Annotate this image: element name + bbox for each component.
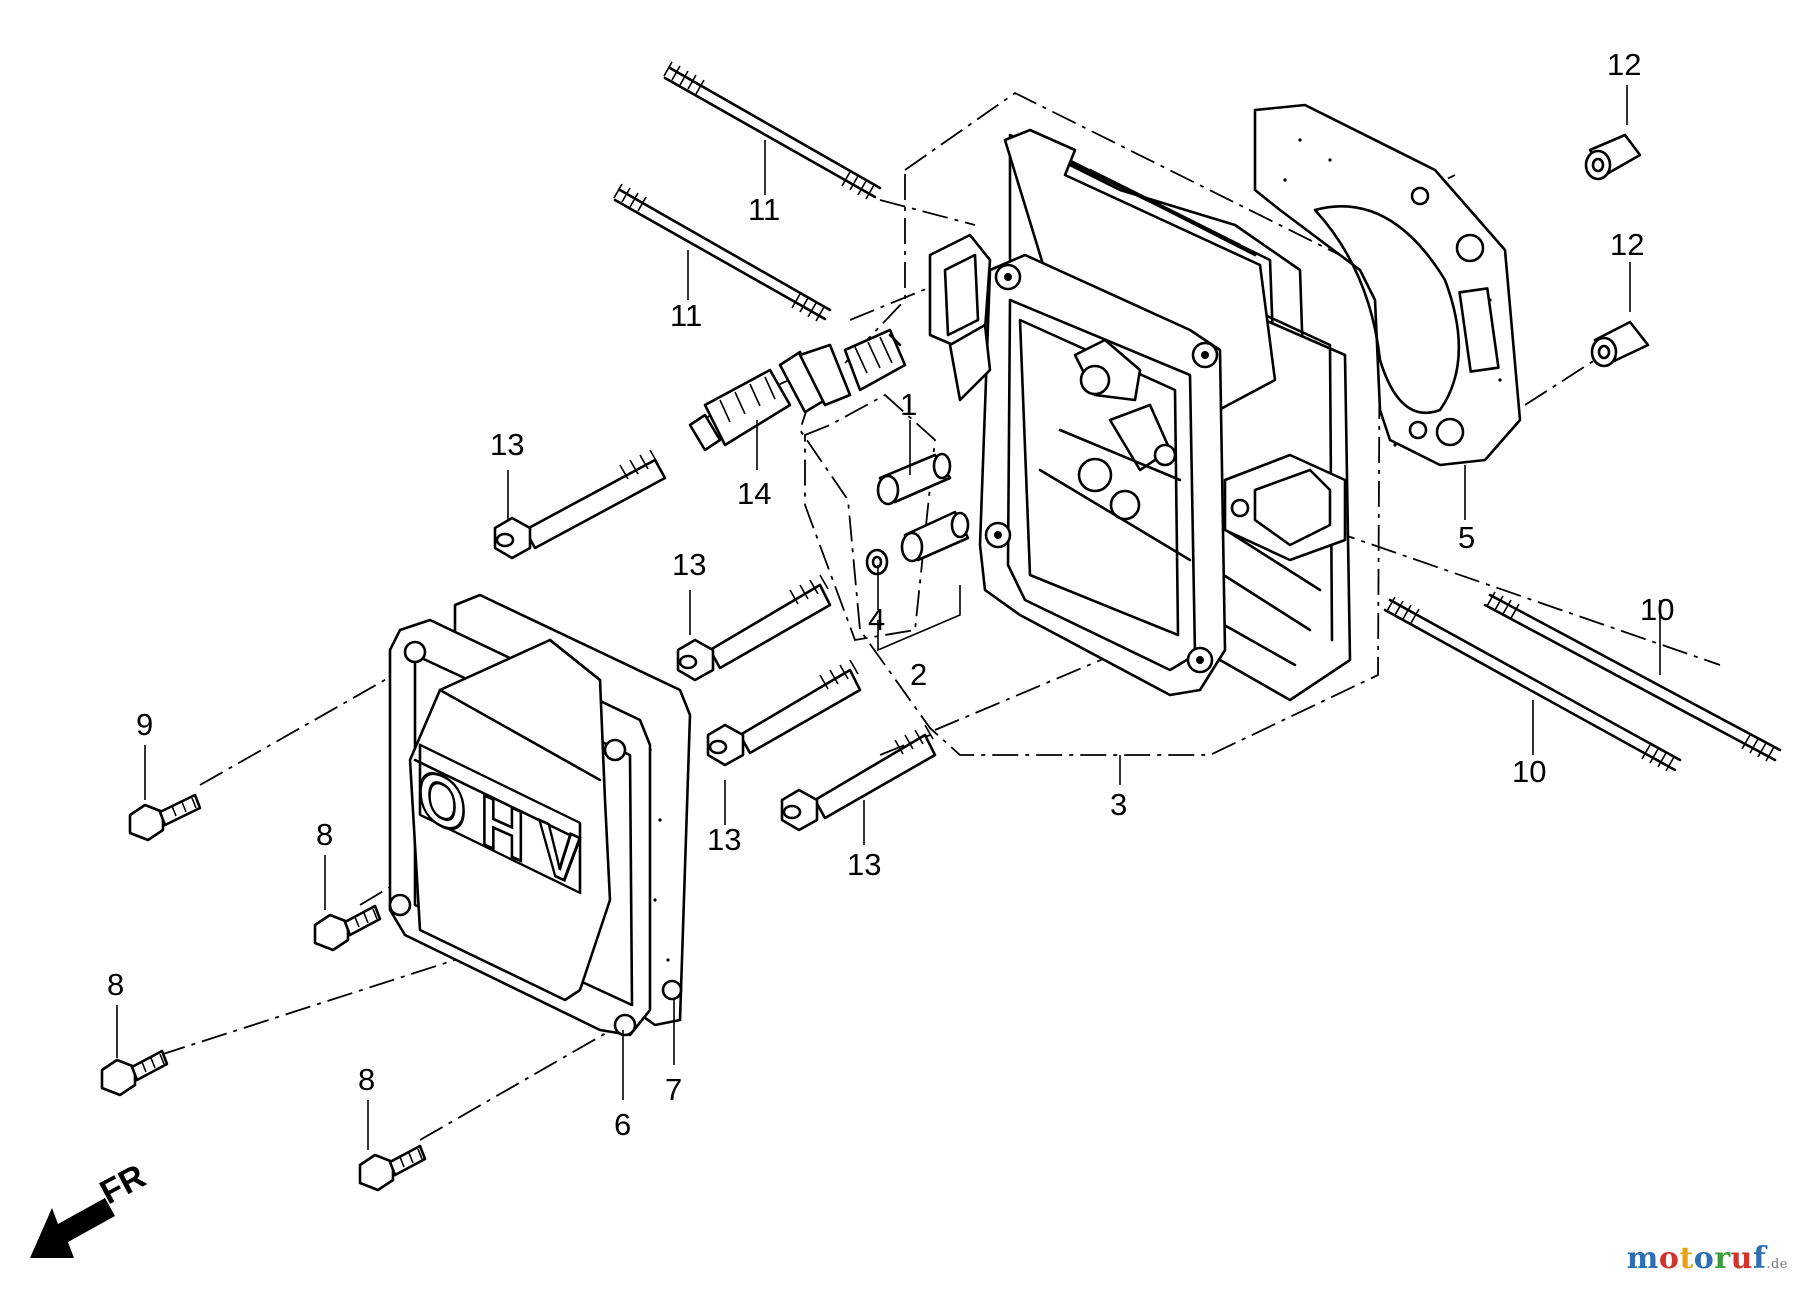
cover-bolt-8-b bbox=[100, 1049, 169, 1097]
callout-6: 6 bbox=[614, 1107, 631, 1142]
stud-bolt-upper bbox=[663, 61, 882, 200]
head-bolt-2 bbox=[676, 574, 832, 682]
front-arrow-icon bbox=[30, 1198, 115, 1258]
cover-bolt-8-c bbox=[358, 1144, 427, 1192]
head-bolt-3 bbox=[706, 659, 862, 767]
cover-bolt-8-a bbox=[313, 904, 382, 952]
stud-bolt-right-upper bbox=[1483, 591, 1782, 762]
watermark-letter: r bbox=[1714, 1241, 1731, 1276]
callout-2-bracket bbox=[877, 585, 961, 652]
watermark-letter: o bbox=[1658, 1241, 1680, 1276]
callout-11-lower: 11 bbox=[670, 298, 702, 333]
callout-13-c: 13 bbox=[707, 822, 741, 857]
watermark-letter: f bbox=[1752, 1241, 1767, 1276]
watermark-text: motoruf bbox=[1627, 1241, 1767, 1276]
callout-12-lower: 12 bbox=[1610, 227, 1644, 262]
callout-11-upper: 11 bbox=[748, 192, 780, 227]
callout-13-d: 13 bbox=[847, 847, 881, 882]
callout-4: 4 bbox=[868, 602, 885, 637]
stud-bolt-lower bbox=[613, 183, 832, 322]
watermark-letter: m bbox=[1626, 1241, 1659, 1276]
valve-guide-subassembly-outline bbox=[804, 393, 936, 642]
callout-5: 5 bbox=[1458, 520, 1475, 555]
callout-8-c: 8 bbox=[358, 1062, 375, 1097]
valve-guide-lower bbox=[900, 510, 970, 563]
callout-12-top: 12 bbox=[1607, 47, 1641, 82]
spark-plug bbox=[688, 328, 907, 452]
callout-numbers: 11 11 12 12 1 4 2 5 10 10 14 13 13 13 13… bbox=[107, 47, 1674, 1142]
cylinder-head bbox=[928, 128, 1352, 702]
watermark-letter: t bbox=[1679, 1241, 1694, 1276]
watermark-tld: .de bbox=[1766, 1257, 1788, 1272]
callout-14: 14 bbox=[737, 476, 771, 511]
callout-13-b: 13 bbox=[672, 547, 706, 582]
callout-10-upper: 10 bbox=[1640, 592, 1674, 627]
callout-leaders bbox=[116, 85, 1661, 1150]
valve-guide-upper bbox=[876, 452, 952, 506]
callout-10-lower: 10 bbox=[1512, 754, 1546, 789]
dowel-pin-top bbox=[1584, 133, 1642, 181]
cover-bolt-9 bbox=[128, 793, 202, 842]
watermark-letter: u bbox=[1730, 1241, 1753, 1276]
callout-13-a: 13 bbox=[490, 427, 524, 462]
dowel-pin-lower bbox=[1590, 320, 1650, 368]
stud-bolt-right-lower bbox=[1383, 596, 1682, 772]
callout-1: 1 bbox=[900, 387, 917, 422]
head-gasket bbox=[1253, 103, 1522, 467]
head-bolt-4 bbox=[780, 724, 937, 832]
callout-7: 7 bbox=[665, 1072, 682, 1107]
callout-2: 2 bbox=[910, 657, 927, 692]
valve-guide-clip bbox=[865, 548, 889, 576]
watermark-logo: motoruf.de bbox=[1627, 1241, 1788, 1276]
head-cover: OHV bbox=[388, 618, 652, 1037]
callout-3: 3 bbox=[1110, 787, 1127, 822]
callout-8-b: 8 bbox=[107, 967, 124, 1002]
callout-9: 9 bbox=[136, 707, 153, 742]
front-direction-indicator: FR bbox=[30, 1157, 152, 1258]
watermark-letter: o bbox=[1693, 1241, 1715, 1276]
callout-8-a: 8 bbox=[316, 817, 333, 852]
head-bolt-1 bbox=[493, 449, 667, 560]
